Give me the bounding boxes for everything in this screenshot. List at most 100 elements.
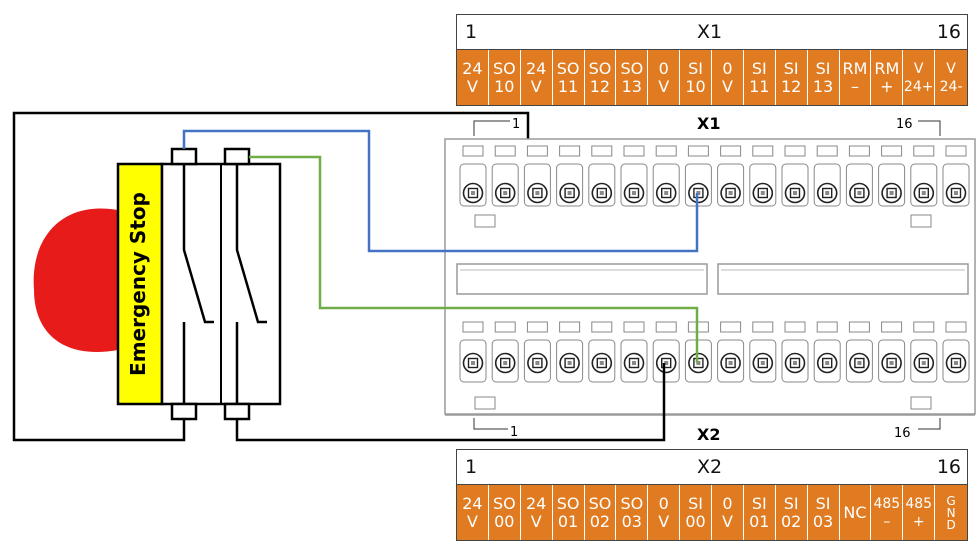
x2-table-header: 1 X2 16 xyxy=(457,450,967,485)
x1-pin-cell: RM– xyxy=(839,50,872,105)
x2-pin-label-line: 01 xyxy=(749,511,770,531)
x2-terminal[interactable] xyxy=(878,321,906,383)
x2-pin-label-line: V xyxy=(658,511,670,531)
x1-bracket-first: 1 xyxy=(512,117,520,132)
x2-connector-label: X2 xyxy=(697,425,720,444)
x1-pin-label-line: 0 xyxy=(722,58,733,78)
connector-latch-left xyxy=(456,263,708,295)
x1-terminal[interactable] xyxy=(459,145,487,207)
x2-pin-label-line: 24 xyxy=(526,493,547,513)
x2-pin-label-line: 00 xyxy=(494,511,515,531)
x2-terminal[interactable] xyxy=(813,321,841,383)
x2-pin-label-line: SI xyxy=(688,493,703,513)
x1-pin-label-line: 12 xyxy=(589,76,611,96)
x1-terminal[interactable] xyxy=(878,145,906,207)
x2-pin-label-line: 0 xyxy=(722,493,733,513)
x1-pin-label-line: V xyxy=(658,76,670,96)
x2-terminal[interactable] xyxy=(942,321,970,383)
x1-terminal[interactable] xyxy=(813,145,841,207)
x1-terminal[interactable] xyxy=(781,145,809,207)
x2-terminal[interactable] xyxy=(588,321,616,383)
x1-terminal[interactable] xyxy=(652,145,680,207)
x2-pin-label-line: V xyxy=(721,511,733,531)
x2-pin-label-line: 02 xyxy=(781,511,802,531)
x1-pin-label-line: V xyxy=(530,76,542,96)
x1-terminal[interactable] xyxy=(717,145,745,207)
x1-pin16-bracket xyxy=(918,120,941,136)
x2-terminal[interactable] xyxy=(556,321,584,383)
estop-label-background xyxy=(116,162,164,406)
x2-pin-label-line: 03 xyxy=(621,511,642,531)
x2-pin-label-line: – xyxy=(883,513,891,530)
x1-terminal[interactable] xyxy=(588,145,616,207)
x1-terminal-pins xyxy=(459,145,970,228)
x1-pin-label-line: SO xyxy=(620,58,644,78)
x1-pin-label-line: 10 xyxy=(685,76,706,96)
x1-pin-label-line: SI xyxy=(815,58,831,78)
x2-terminal[interactable] xyxy=(684,321,712,383)
x2-terminal[interactable] xyxy=(845,321,873,383)
x1-pin-label-line: SO xyxy=(556,58,580,78)
x1-terminal[interactable] xyxy=(523,145,551,207)
x2-terminal[interactable] xyxy=(491,321,519,383)
x2-pin-label-line: NC xyxy=(843,502,867,522)
x1-foot-right xyxy=(910,214,932,228)
x1-terminal[interactable] xyxy=(556,145,584,207)
x1-pin1-bracket xyxy=(473,120,510,136)
x2-pin-label-line: 02 xyxy=(589,511,611,531)
x1-terminal[interactable] xyxy=(620,145,648,207)
x1-pin-label-line: SI xyxy=(751,58,767,78)
x1-pin-label-line: 24- xyxy=(939,78,963,95)
x2-pin-label-line: SI xyxy=(751,493,767,513)
x2-terminal[interactable] xyxy=(523,321,551,383)
black-return-wire xyxy=(235,363,666,442)
x1-pin-label-line: 24 xyxy=(462,58,483,78)
x1-terminal[interactable] xyxy=(749,145,777,207)
x1-terminal[interactable] xyxy=(491,145,519,207)
x1-pin-label-line: SO xyxy=(588,58,612,78)
x2-pin-label-line: 03 xyxy=(812,511,834,531)
x1-pin-label-line: RM xyxy=(842,58,868,78)
x1-pin-label-line: SI xyxy=(783,58,799,78)
x1-terminal[interactable] xyxy=(942,145,970,207)
estop-label: Emergency Stop xyxy=(126,192,150,376)
x1-foot-left xyxy=(474,214,496,228)
x2-terminal[interactable] xyxy=(459,321,487,383)
x1-terminal[interactable] xyxy=(845,145,873,207)
x2-last-pin: 16 xyxy=(936,456,961,478)
x2-terminal[interactable] xyxy=(781,321,809,383)
x2-terminal[interactable] xyxy=(717,321,745,383)
estop-button-stem xyxy=(88,236,120,326)
x1-first-pin: 1 xyxy=(465,21,478,43)
x2-terminal[interactable] xyxy=(652,321,680,383)
x1-terminal[interactable] xyxy=(684,145,712,207)
x2-terminal[interactable] xyxy=(749,321,777,383)
x2-terminal[interactable] xyxy=(910,321,938,383)
x2-terminal[interactable] xyxy=(620,321,648,383)
x1-terminal[interactable] xyxy=(910,145,938,207)
switch1-top-terminal xyxy=(170,147,198,166)
x1-pin-label-line: V xyxy=(913,60,924,77)
x1-pin-label-line: + xyxy=(880,76,894,96)
x1-pin-label-line: 13 xyxy=(621,76,642,96)
x2-pin-cell: 485– xyxy=(871,485,904,540)
x1-pin-label-line: 0 xyxy=(658,58,669,78)
